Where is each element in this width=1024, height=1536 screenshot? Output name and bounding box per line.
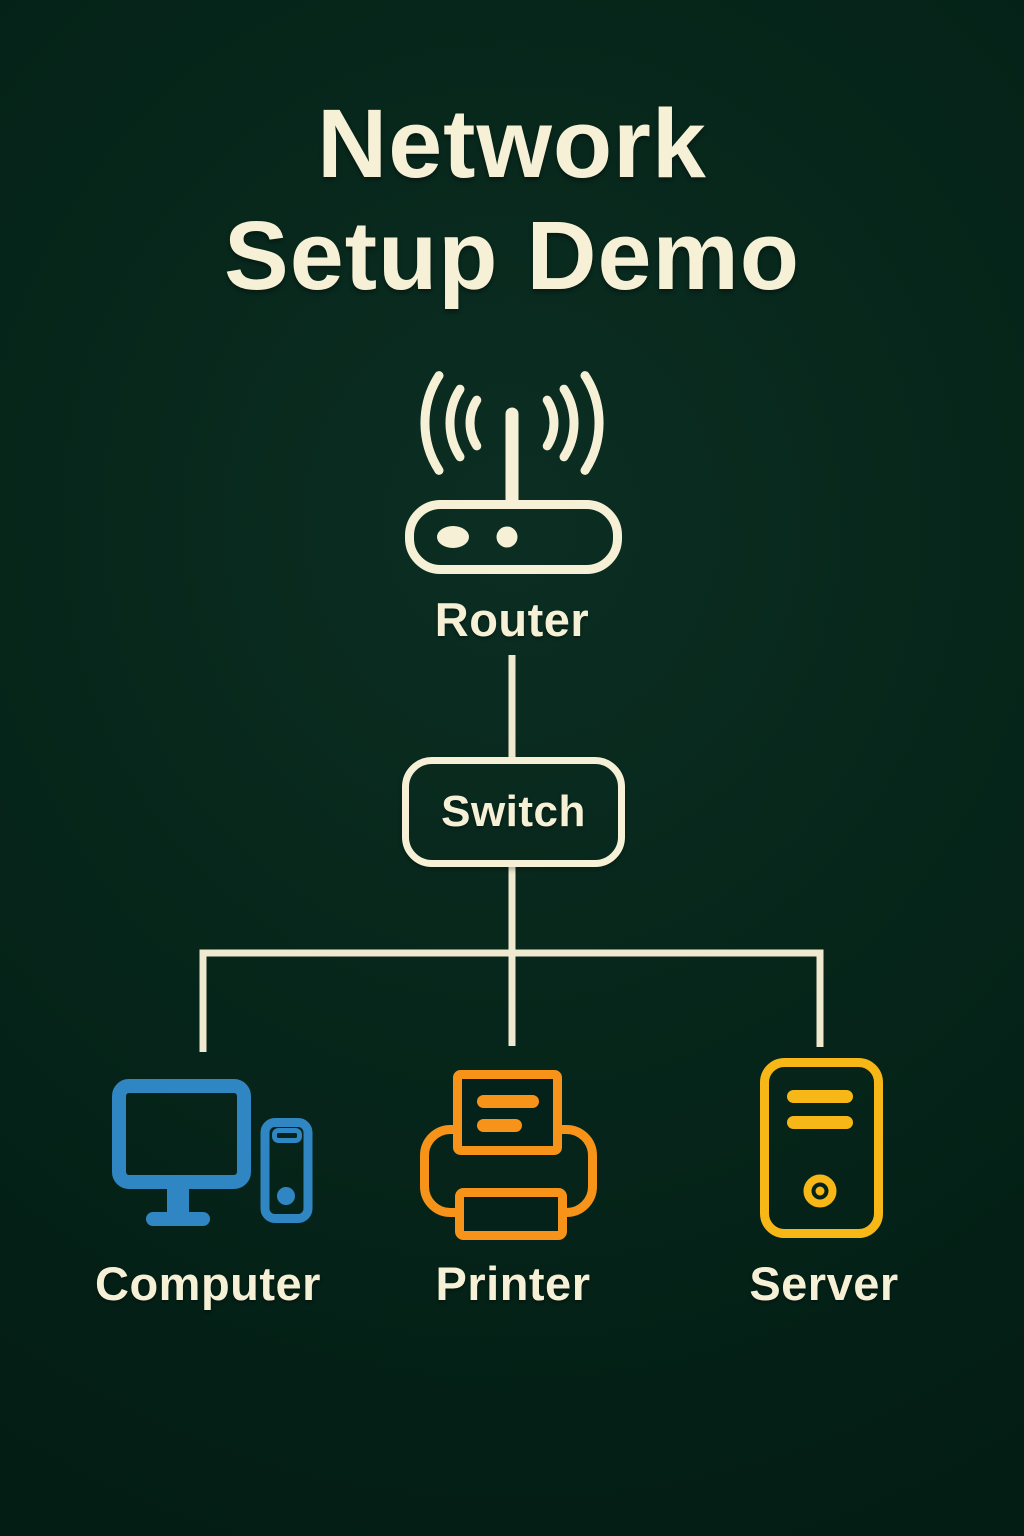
pc-tower: [260, 1118, 313, 1223]
page-title: Network Setup Demo: [0, 88, 1024, 312]
pc-tower-button: [277, 1187, 295, 1205]
server-tower-icon: [760, 1058, 883, 1238]
printer-icon: [420, 1070, 597, 1240]
router-led: [437, 526, 469, 548]
router-icon: [405, 371, 622, 574]
switch-label: Switch: [441, 787, 586, 836]
printer-tray: [455, 1188, 567, 1240]
computer-label: Computer: [95, 1257, 321, 1310]
desktop-computer-icon: [112, 1079, 313, 1226]
server-power-ring: [803, 1174, 837, 1208]
printer-paper: [453, 1070, 562, 1155]
monitor-stand: [167, 1188, 189, 1216]
paper-text-line: [477, 1119, 522, 1132]
connector-switch-computer-server: [199, 949, 824, 1052]
connector-lines: [199, 655, 824, 1052]
monitor-base: [146, 1212, 210, 1226]
paper-text-line: [477, 1095, 539, 1108]
server-label: Server: [749, 1257, 899, 1310]
page-title-line2: Setup Demo: [224, 201, 800, 310]
switch-node: Switch: [402, 757, 625, 867]
router-led: [496, 526, 518, 548]
server-vent-line: [787, 1090, 853, 1103]
router-label: Router: [434, 593, 590, 646]
server-vent-line: [787, 1116, 853, 1129]
server-power-dot: [815, 1186, 825, 1196]
wifi-waves-icon: [420, 371, 604, 475]
router-body: [405, 500, 622, 574]
monitor-screen: [112, 1079, 251, 1189]
pc-tower-slot: [272, 1128, 302, 1143]
printer-label: Printer: [435, 1257, 591, 1310]
server-body: [760, 1058, 883, 1238]
page-title-line1: Network: [317, 89, 707, 198]
